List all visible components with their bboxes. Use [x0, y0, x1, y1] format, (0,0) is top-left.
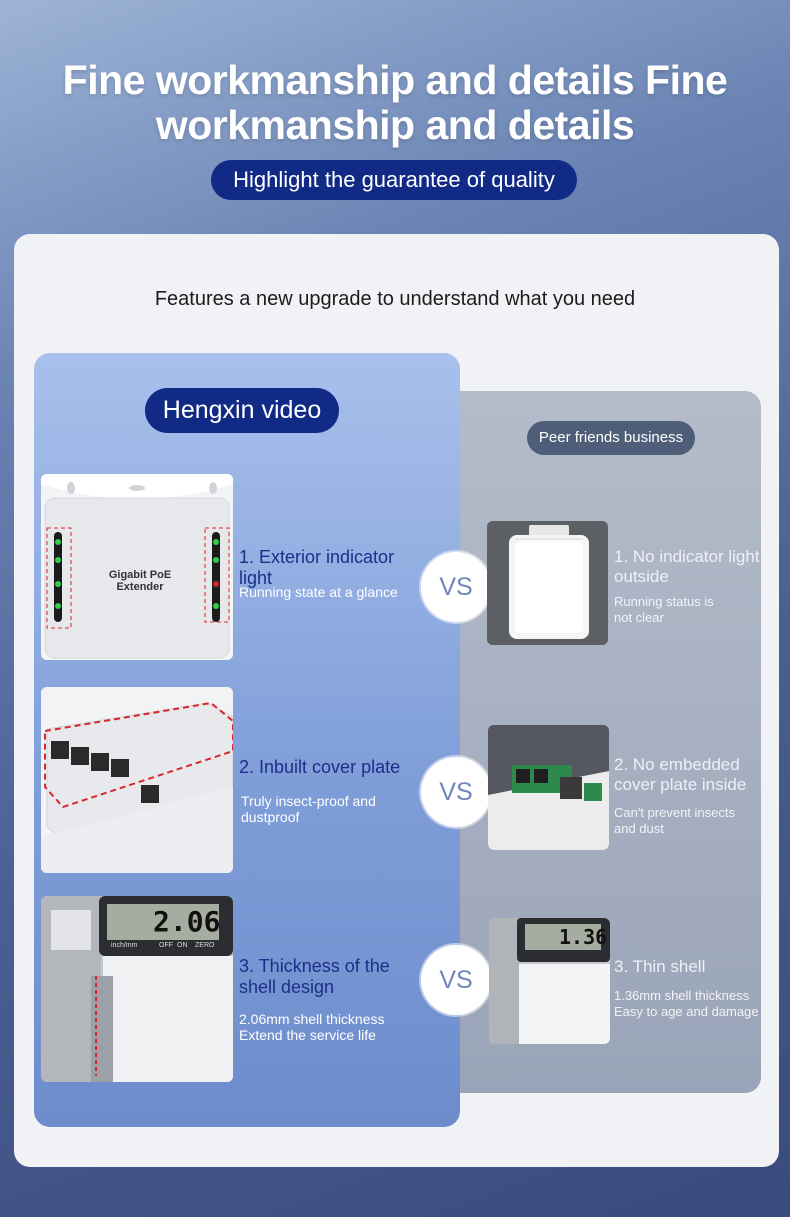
- feature-3-desc-line2: Extend the service life: [239, 1027, 376, 1043]
- peer-feature-3-title: 3. Thin shell: [614, 957, 706, 976]
- caliper-zero-label: ZERO: [195, 942, 215, 949]
- photo-caliper-136: 1.36: [489, 918, 610, 1044]
- feature-2-title: 2. Inbuilt cover plate: [239, 757, 401, 777]
- peer-feature-3-desc-line2: Easy to age and damage: [614, 1004, 759, 1019]
- photo-cover-plate: [41, 687, 233, 873]
- feature-1-title: 1. Exterior indicator light: [239, 547, 395, 588]
- product-label: Gigabit PoE Extender: [108, 569, 172, 593]
- peer-feature-1-title: 1. No indicator light outside: [614, 547, 760, 586]
- feature-1-desc: Running state at a glance: [239, 584, 398, 600]
- brand-badge: Hengxin video: [145, 388, 339, 433]
- quality-tagline: Highlight the guarantee of quality: [211, 160, 577, 200]
- feature-3-title: 3. Thickness of the shell design: [239, 956, 390, 997]
- photo-peer-no-light: [487, 521, 608, 645]
- product-indicator-illustration: [41, 474, 233, 660]
- photo-caliper-206: 2.06 inch/mm OFF ON ZERO: [41, 896, 233, 1082]
- photo-indicator-light: Gigabit PoE Extender: [41, 474, 233, 660]
- cover-plate-illustration: [41, 687, 233, 873]
- feature-2-desc: Truly insect-proof and dustproof: [241, 793, 376, 825]
- photo-peer-no-plate: [488, 725, 609, 850]
- vs-badge-3: VS: [421, 945, 491, 1015]
- caliper-reading: 2.06: [153, 905, 221, 938]
- peer-open-board-illustration: [488, 725, 609, 850]
- feature-3-desc-line1: 2.06mm shell thickness: [239, 1011, 385, 1027]
- vs-badge-2: VS: [421, 757, 491, 827]
- card-subtitle: Features a new upgrade to understand wha…: [154, 288, 636, 310]
- caliper-on-label: ON: [177, 942, 188, 949]
- peer-caliper-illustration: [489, 918, 610, 1044]
- peer-feature-2-title: 2. No embedded cover plate inside: [614, 755, 747, 794]
- peer-caliper-reading: 1.36: [559, 925, 608, 949]
- peer-feature-3-desc-line1: 1.36mm shell thickness: [614, 988, 750, 1003]
- peer-feature-1-desc: Running status is not clear: [614, 594, 714, 625]
- caliper-unit-label: inch/mm: [111, 942, 138, 949]
- page-headline: Fine workmanship and details Fine workma…: [62, 57, 728, 148]
- peer-feature-2-desc: Can't prevent insects and dust: [614, 805, 735, 836]
- peer-box-illustration: [487, 521, 608, 645]
- caliper-illustration: [41, 896, 233, 1082]
- vs-badge-1: VS: [421, 552, 491, 622]
- peer-badge: Peer friends business: [527, 421, 695, 455]
- caliper-off-label: OFF: [159, 942, 173, 949]
